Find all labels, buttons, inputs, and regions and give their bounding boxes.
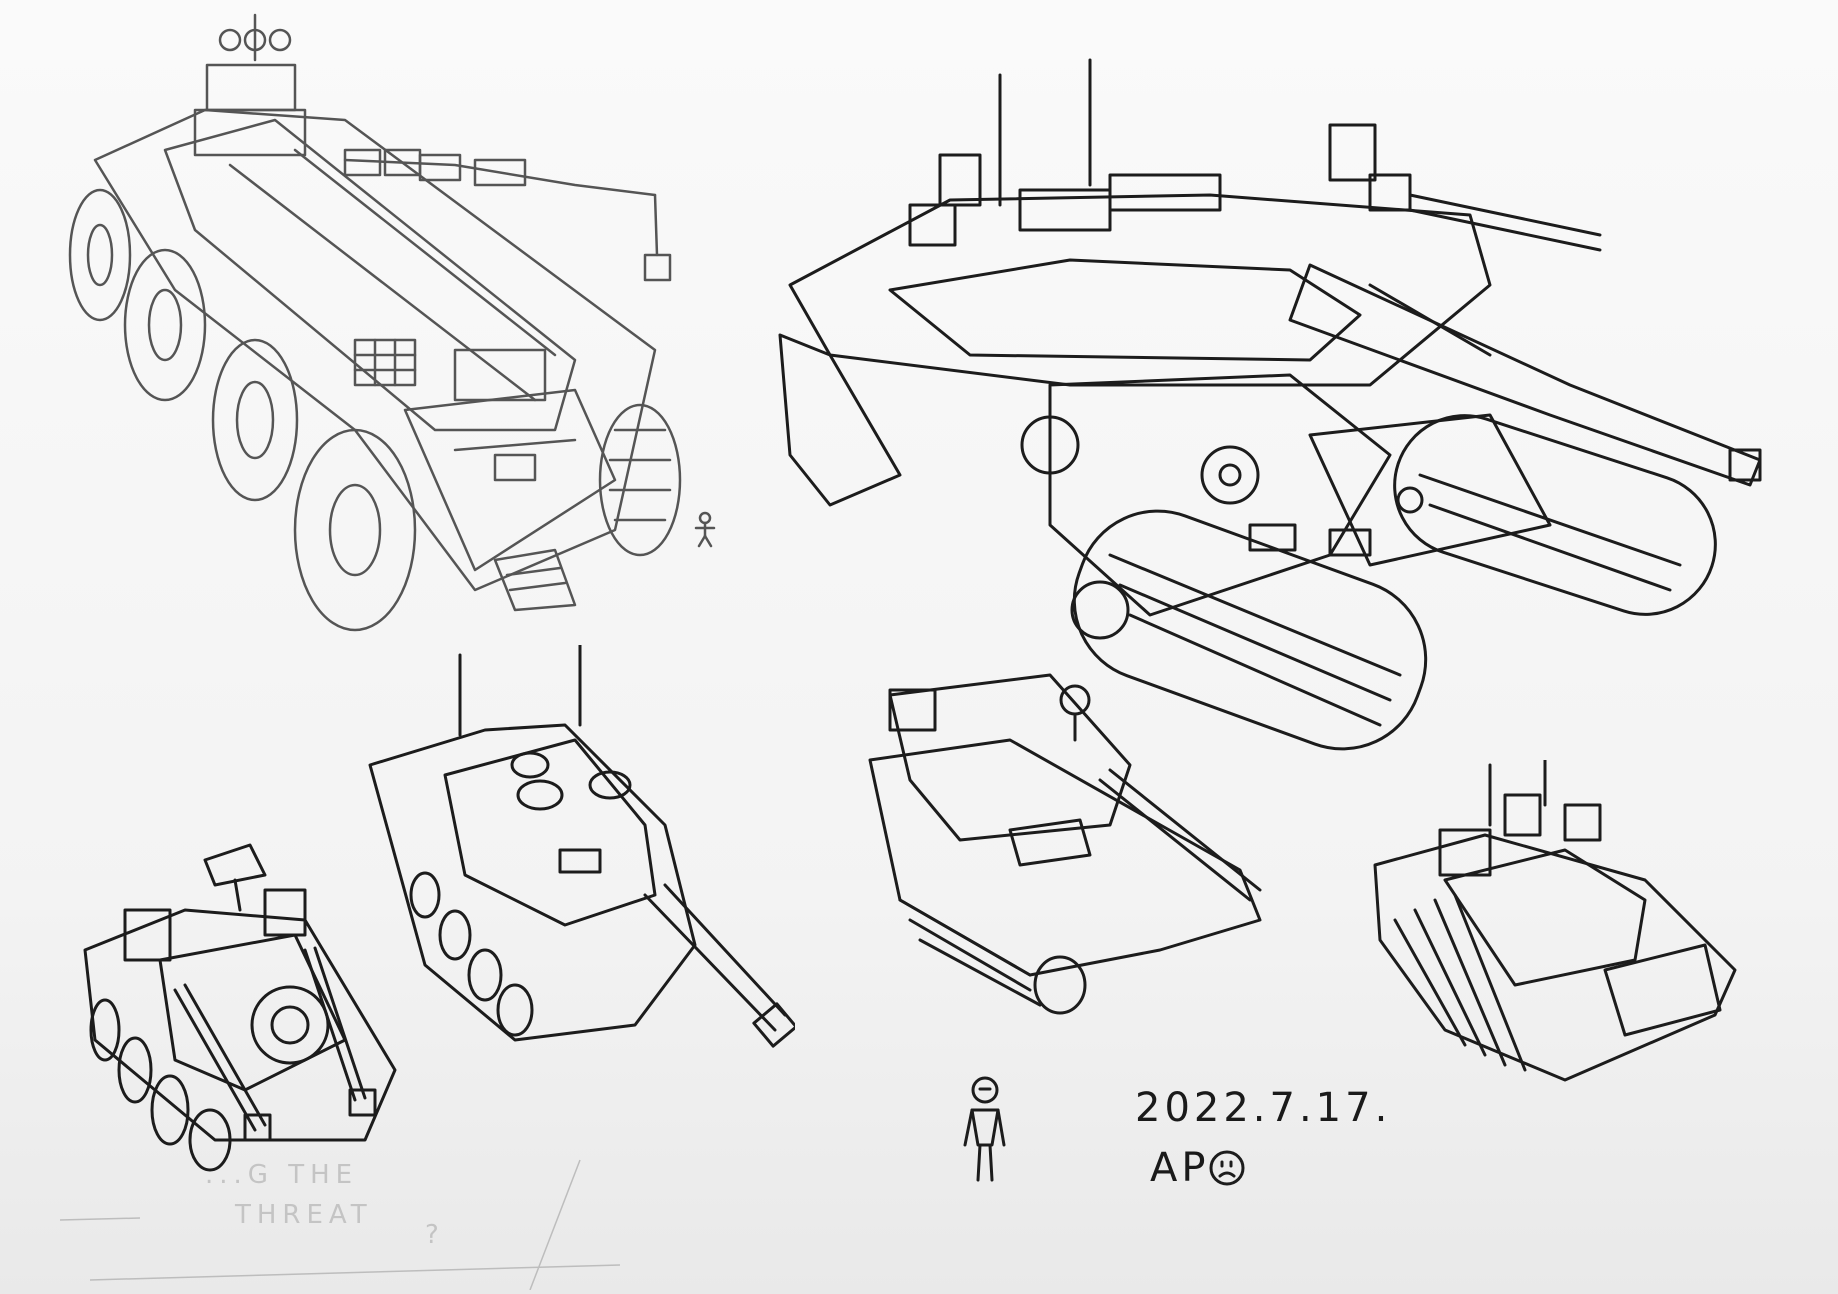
infantry-fighting-vehicle-sketch bbox=[1365, 760, 1745, 1090]
drawing-date: 2022.7.17. bbox=[1135, 1085, 1392, 1131]
super-heavy-tank-sketch bbox=[770, 55, 1810, 795]
main-battle-tank-long-gun-sketch bbox=[365, 645, 795, 1065]
faint-text-line2: THREAT bbox=[235, 1200, 373, 1230]
six-wheeled-carrier-sketch bbox=[55, 10, 705, 640]
scale-figure-large bbox=[960, 1075, 1010, 1185]
faint-text-line1: ...G THE bbox=[205, 1160, 359, 1190]
faint-guide-lines bbox=[60, 1150, 660, 1290]
artist-signature: AP bbox=[1150, 1145, 1247, 1191]
signature-initials: AP bbox=[1150, 1145, 1210, 1191]
faint-text-line3: ? bbox=[425, 1220, 445, 1250]
scale-figure-small bbox=[690, 510, 720, 550]
smiley-face-icon bbox=[1209, 1150, 1245, 1186]
medium-tank-sketch bbox=[860, 670, 1300, 1020]
wheeled-tank-destroyer-sketch bbox=[65, 840, 465, 1180]
